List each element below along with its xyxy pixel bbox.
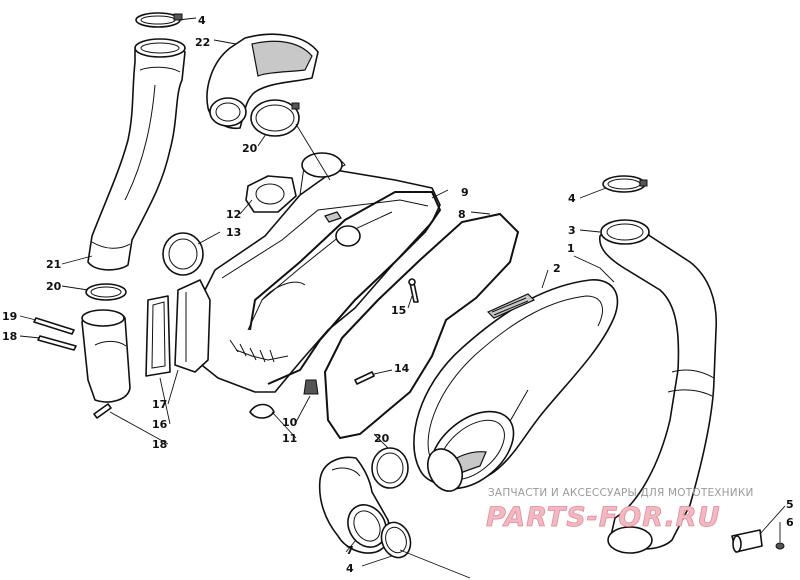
watermark-tagline: ЗАПЧАСТИ И АКСЕССУАРЫ ДЛЯ МОТОТЕХНИКИ [488,487,754,499]
gasket-12 [245,175,297,213]
callout-1: 1 [567,242,575,255]
callout-14: 14 [394,362,410,375]
callout-13: 13 [226,226,241,239]
callout-4-top-left: 4 [198,14,206,27]
callout-20-upper: 20 [242,142,258,155]
callout-4-bottom: 4 [346,562,354,575]
callout-12: 12 [226,208,241,221]
callout-8: 8 [458,208,466,221]
vent-grille-2 [486,293,536,319]
callout-11: 11 [282,432,297,445]
callout-18-lower: 18 [152,438,167,451]
clip-11 [249,403,275,419]
plug-5 [731,529,763,553]
callout-3: 3 [568,224,576,237]
clamp-20-left [85,283,127,301]
callout-21: 21 [46,258,61,271]
cvt-housing-inner [185,152,441,393]
grommet-10 [303,379,319,395]
callout-17: 17 [152,398,167,411]
cover-port-outlet [426,448,464,492]
clamp-20-lower [371,447,409,489]
intake-duct-21 [87,38,186,271]
callout-16: 16 [152,418,168,431]
right-intake-duct-3 [599,219,718,554]
bolt-14 [354,371,375,385]
screw-19 [33,317,75,335]
callout-19: 19 [2,310,17,323]
elbow-duct-22 [206,33,319,130]
screw-18-lower [93,403,112,419]
clamp-4-right [602,175,648,193]
bolt-15 [408,278,419,303]
lower-elbow-duct-7 [318,456,391,554]
screw-18-upper [37,335,77,351]
callout-7: 7 [346,544,354,557]
watermark: ЗАПЧАСТИ И АКСЕССУАРЫ ДЛЯ МОТОТЕХНИКИ PA… [486,487,754,533]
callout-20-lower: 20 [374,432,390,445]
clamp-4-bottom [380,521,412,559]
outlet-adapter-18 [81,309,131,403]
seal-9 [249,191,442,385]
callout-15: 15 [391,304,406,317]
callout-5: 5 [786,498,794,511]
clip-6 [775,542,785,550]
callout-2: 2 [553,262,561,275]
callout-6: 6 [786,516,794,529]
frame-seal-16 [145,295,171,377]
ring-13 [162,232,204,276]
callout-20-left: 20 [46,280,62,293]
callout-9: 9 [461,186,469,199]
watermark-logo: PARTS-FOR.RU [486,502,721,533]
callout-labels: 4 22 20 9 8 12 13 4 3 1 21 20 2 19 18 15… [2,14,794,575]
clamp-4-top-left [135,12,183,28]
clamp-20-upper [250,99,300,137]
leader-lines [19,17,786,579]
callout-4-right: 4 [568,192,576,205]
callout-18-upper: 18 [2,330,17,343]
gasket-8 [323,212,520,440]
callout-22: 22 [195,36,210,49]
callout-10: 10 [282,416,298,429]
inlet-duct-17 [174,279,211,373]
